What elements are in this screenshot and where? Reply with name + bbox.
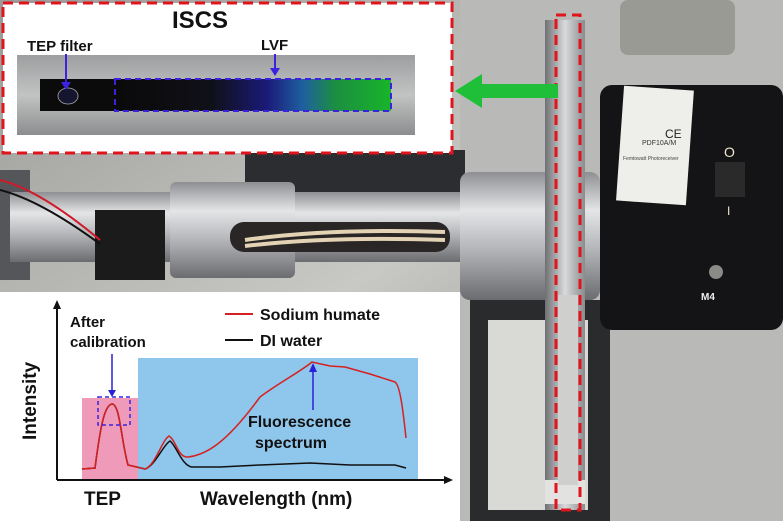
tube-collar xyxy=(95,210,165,280)
tep-label: TEP xyxy=(84,489,121,510)
photodetector: PDF10A/M Femtowatt Photoreceiver CE O I … xyxy=(600,0,783,330)
cable-black xyxy=(0,189,101,245)
device-model-text: PDF10A/M xyxy=(642,140,676,147)
calibration-label-line1: After xyxy=(70,314,105,331)
iscs-location-frame xyxy=(554,13,582,512)
legend-label-sodium-humate: Sodium humate xyxy=(260,307,380,324)
series-sodium-humate xyxy=(81,361,407,470)
x-axis-arrow-icon xyxy=(444,476,453,484)
spectrum-region xyxy=(138,358,418,480)
cable-red xyxy=(0,179,101,241)
ce-mark: CE xyxy=(665,127,682,141)
lvf-frame xyxy=(114,78,392,112)
lvf-filter xyxy=(115,79,391,111)
x-axis-label: Wavelength (nm) xyxy=(200,489,352,510)
switch-on-label: I xyxy=(727,204,730,218)
power-switch xyxy=(715,162,745,197)
switch-off-label: O xyxy=(724,144,735,160)
device-desc-text: Femtowatt Photoreceiver xyxy=(623,156,679,162)
fluorescence-arrow-icon xyxy=(309,363,317,410)
fluorescence-label-line1: Fluorescence xyxy=(248,414,351,431)
port-label: M4 xyxy=(701,292,715,303)
green-arrow-icon xyxy=(455,74,558,108)
fluorescence-label-line2: spectrum xyxy=(255,435,327,452)
tep-region xyxy=(82,398,138,480)
calibration-arrow-icon xyxy=(108,354,116,397)
calibration-label-line2: calibration xyxy=(70,334,146,351)
spectrum-inset: After calibration Fluorescence spectrum … xyxy=(0,292,460,521)
lvf-label: LVF xyxy=(261,37,288,54)
tep-filter-label: TEP filter xyxy=(27,38,93,55)
mount-hole xyxy=(709,265,723,279)
calibration-box xyxy=(97,396,131,426)
y-axis-label: Intensity xyxy=(20,361,41,440)
tep-filter-arrow-icon xyxy=(61,54,71,90)
iscs-inset: ISCS TEP filter LVF xyxy=(1,1,454,155)
iscs-title: ISCS xyxy=(172,7,228,34)
y-axis-arrow-icon xyxy=(53,300,61,309)
lvf-arrow-icon xyxy=(270,54,280,76)
legend-label-di-water: DI water xyxy=(260,333,322,350)
tep-filter xyxy=(57,87,79,105)
